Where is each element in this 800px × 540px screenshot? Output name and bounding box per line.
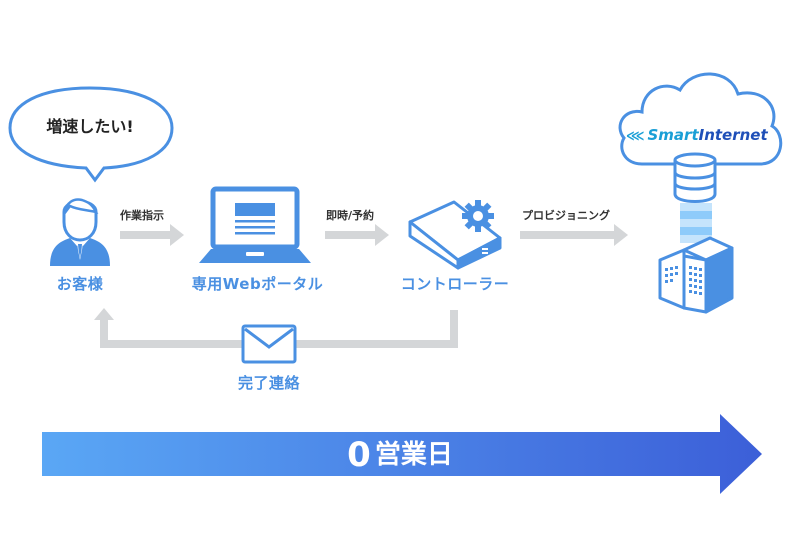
- customer-label: お客様: [56, 275, 104, 293]
- completion-notice-label: 完了連絡: [237, 374, 300, 392]
- person-icon: [50, 198, 110, 266]
- speech-bubble: [8, 86, 174, 183]
- data-transfer-beam: [680, 203, 712, 243]
- portal-label: 専用Webポータル: [191, 275, 324, 293]
- arrow-work-order: [120, 224, 184, 246]
- controller-gear-icon: [408, 200, 502, 270]
- logo-mark-icon: ⋘: [626, 129, 645, 144]
- smartinternet-logo: ⋘SmartInternet: [626, 126, 768, 144]
- building-icon: [658, 236, 734, 314]
- cloud-icon: [618, 72, 783, 166]
- arrow-provisioning: [520, 224, 628, 246]
- arrow-label-provisioning: プロビジョニング: [522, 209, 610, 222]
- controller-label: コントローラー: [400, 275, 510, 293]
- timeline-arrow: [42, 414, 762, 494]
- speech-bubble-text: 増速したい!: [46, 117, 134, 136]
- business-days-count: 0: [347, 435, 371, 475]
- envelope-icon: [241, 324, 297, 364]
- laptop-icon: [199, 186, 311, 263]
- business-days-unit: 営業日: [374, 440, 453, 470]
- arrow-label-work-order: 作業指示: [120, 209, 164, 222]
- arrow-instant-reserve: [325, 224, 389, 246]
- database-icon: [673, 152, 717, 203]
- arrow-label-instant-reserve: 即時/予約: [326, 209, 375, 222]
